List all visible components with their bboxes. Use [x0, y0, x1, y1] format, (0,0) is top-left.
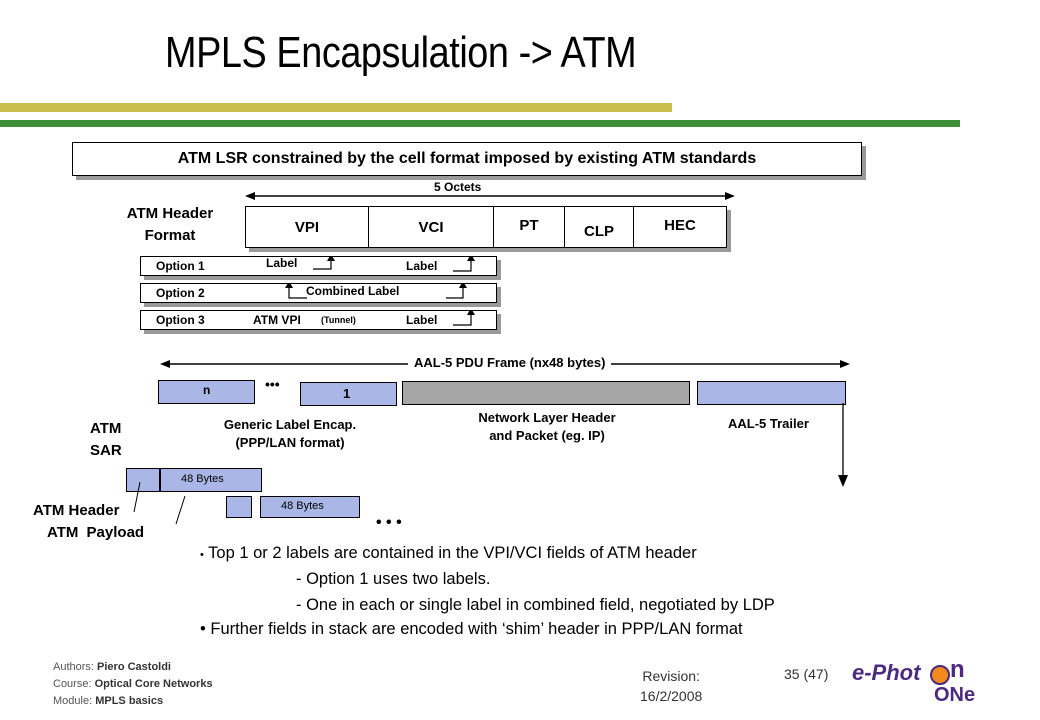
aal5-trailer-label: AAL-5 Trailer: [728, 416, 809, 431]
network-layer-label: Network Layer Header and Packet (eg. IP): [467, 409, 627, 445]
option1-left-label: Label: [266, 256, 298, 270]
generic-label-line1: Generic Label Encap.: [223, 417, 357, 432]
title-rule-bar: [0, 120, 960, 127]
atm-header-format-line1: ATM Header: [126, 205, 214, 222]
logo-n: n: [950, 656, 965, 683]
field-clp: CLP: [565, 207, 634, 247]
module-value: MPLS basics: [95, 695, 164, 707]
field-vci: VCI: [369, 207, 494, 247]
pdu-segment-n-label: n: [203, 383, 211, 397]
cell2-header: [226, 496, 252, 518]
title-underline-bar: [0, 103, 672, 112]
atm-header-label: ATM Header: [33, 502, 120, 519]
option3-name: Option 3: [156, 313, 205, 327]
cell2-payload-label: 48 Bytes: [281, 500, 324, 512]
pdu-label: AAL-5 PDU Frame (nx48 bytes): [408, 355, 612, 370]
cell1-payload: 48 Bytes: [160, 468, 262, 492]
logo-o-icon: [930, 665, 950, 685]
logo-line2: ONe: [934, 684, 976, 706]
option2-name: Option 2: [156, 286, 205, 300]
banner-box: ATM LSR constrained by the cell format i…: [72, 142, 862, 176]
logo-text-ephot: e-Phot: [852, 660, 921, 685]
generic-label-encap: Generic Label Encap. (PPP/LAN format): [200, 416, 380, 452]
pointer-lines: [133, 481, 186, 525]
footer-authors-line: Authors: Piero Castoldi: [53, 659, 213, 676]
pdu-segment-1-label: 1: [343, 386, 351, 401]
revision-label: Revision:: [642, 668, 700, 684]
atm-header-format-line2: Format: [144, 227, 196, 244]
bullet-1: • Top 1 or 2 labels are contained in the…: [200, 544, 697, 562]
bullet-1-sub2: - One in each or single label in combine…: [296, 596, 775, 614]
page-number: 35 (47): [784, 666, 829, 682]
option3-right-label: Label: [406, 313, 438, 327]
atm-payload-label: ATM Payload: [47, 524, 145, 541]
option1-row: Option 1 Label Label: [140, 256, 497, 276]
atm-sar-line2: SAR: [90, 442, 122, 459]
field-pt: PT: [494, 207, 565, 247]
atm-header-fields: VPI VCI PT CLP HEC: [245, 206, 727, 248]
option3-arrow-icon: [453, 311, 475, 326]
e-photon-logo: e-Phot n ONe: [852, 656, 976, 710]
cell-dots: • • •: [376, 514, 402, 531]
generic-label-line2: (PPP/LAN format): [235, 435, 345, 450]
footer-course-line: Course: Optical Core Networks: [53, 676, 213, 693]
pdu-segment-1: 1: [300, 382, 397, 406]
option3-left-label: ATM VPI: [253, 313, 301, 327]
page-title: MPLS Encapsulation -> ATM: [165, 28, 637, 77]
atm-sar-line1: ATM: [90, 420, 122, 437]
octets-arrow: [245, 188, 735, 204]
down-arrow-icon: [838, 403, 848, 487]
option3-left-small: (Tunnel): [321, 315, 356, 325]
option1-arrows-icon: [313, 257, 475, 272]
bullet-2: • Further fields in stack are encoded wi…: [200, 620, 743, 638]
atm-header-format-label: ATM Header Format: [110, 203, 230, 247]
revision-date: 16/2/2008: [640, 688, 703, 704]
course-key: Course:: [53, 678, 92, 690]
field-vpi: VPI: [246, 207, 369, 247]
option2-arrows-icon: [285, 284, 467, 299]
option3-row: Option 3 ATM VPI (Tunnel) Label: [140, 310, 497, 330]
octets-label: 5 Octets: [428, 180, 488, 194]
banner-text: ATM LSR constrained by the cell format i…: [177, 150, 757, 167]
pdu-segment-n: n: [158, 380, 255, 404]
module-key: Module:: [53, 695, 93, 707]
cell1-payload-label: 48 Bytes: [181, 473, 224, 485]
cell2-payload: 48 Bytes: [260, 496, 360, 518]
option1-right-label: Label: [406, 259, 438, 273]
footer-revision: Revision: 16/2/2008: [640, 666, 702, 706]
course-value: Optical Core Networks: [94, 678, 213, 690]
pdu-segment-network: [402, 381, 690, 405]
atm-sar-label: ATM SAR: [90, 418, 122, 462]
pdu-dots: •••: [265, 376, 280, 392]
footer-module-line: Module: MPLS basics: [53, 693, 213, 710]
bullet-1-sub1: - Option 1 uses two labels.: [296, 570, 491, 588]
authors-value: Piero Castoldi: [97, 661, 171, 673]
double-arrow-icon: [245, 192, 735, 200]
authors-key: Authors:: [53, 661, 94, 673]
cell1-header: [126, 468, 160, 492]
field-hec: HEC: [664, 217, 696, 234]
logo-line1: e-Phot: [852, 660, 920, 686]
bullet-2-text: Further fields in stack are encoded with…: [210, 620, 743, 638]
option2-center-label: Combined Label: [306, 284, 400, 298]
footer-authors: Authors: Piero Castoldi Course: Optical …: [53, 659, 213, 710]
bullet-1-text: Top 1 or 2 labels are contained in the V…: [208, 544, 697, 562]
option2-row: Option 2 Combined Label: [140, 283, 497, 303]
network-layer-line1: Network Layer Header: [478, 410, 616, 425]
network-layer-line2: and Packet (eg. IP): [489, 428, 605, 443]
option1-name: Option 1: [156, 259, 205, 273]
pdu-segment-trailer: [697, 381, 846, 405]
